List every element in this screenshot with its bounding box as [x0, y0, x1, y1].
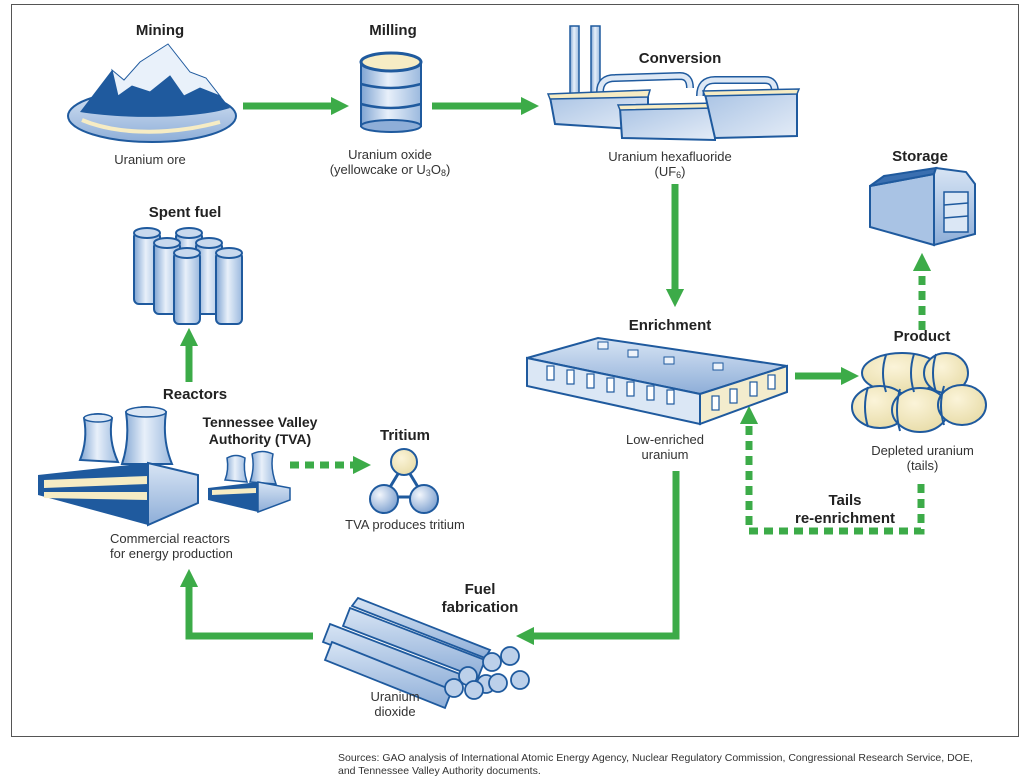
product-caption-line2: (tails): [906, 458, 939, 474]
milling-caption-text: O: [430, 162, 441, 178]
tritium-molecule-icon: [369, 448, 439, 514]
tva-title-line2: Authority (TVA): [208, 430, 312, 447]
reactors-caption-line1: Commercial reactors: [110, 531, 230, 546]
uranium-cylinders-icon: [851, 352, 987, 433]
stage-title-fuel-fabrication: Fuel fabrication: [420, 581, 540, 616]
stage-caption-mining: Uranium ore: [114, 152, 186, 167]
fuel-fabrication-title-line2: fabrication: [441, 598, 519, 616]
conversion-caption-text: ): [681, 164, 686, 180]
sources-line1: Sources: GAO analysis of International A…: [338, 752, 973, 764]
stage-caption-conversion: Uranium hexafluoride (UF6): [590, 149, 750, 181]
sources-note: Sources: GAO analysis of International A…: [338, 752, 973, 778]
stage-title-mining: Mining: [135, 22, 185, 39]
tva-reactor-icon: [208, 450, 291, 514]
reactors-caption-line2: for energy production: [110, 546, 233, 562]
stage-title-storage: Storage: [892, 148, 948, 165]
warehouse-icon: [869, 166, 976, 247]
stage-title-spent-fuel: Spent fuel: [148, 204, 222, 221]
product-caption-line1: Depleted uranium: [871, 443, 974, 458]
conversion-caption-line1: Uranium hexafluoride: [608, 149, 732, 164]
stage-title-tritium: Tritium: [379, 427, 430, 444]
milling-caption-line1: Uranium oxide: [348, 147, 432, 162]
milling-caption-subscript: 3: [425, 168, 431, 179]
enrichment-caption-line2: uranium: [641, 447, 689, 463]
milling-caption-line2: (yellowcake or U3O8): [310, 162, 470, 179]
fuel-casks-icon: [133, 227, 243, 325]
fuel-fabrication-caption-line1: Uranium: [370, 689, 420, 704]
fuel-fabrication-caption-line2: dioxide: [374, 704, 416, 720]
mountain-icon: [67, 43, 237, 143]
conversion-caption-subscript: 6: [676, 170, 682, 181]
milling-caption-subscript: 8: [440, 168, 446, 179]
reactor-icon: [38, 406, 199, 527]
factory-icon: [546, 25, 801, 142]
enrichment-caption-line1: Low-enriched: [625, 432, 705, 447]
fuel-fabrication-title-line1: Fuel: [464, 581, 496, 598]
milling-caption-text: ): [445, 162, 451, 178]
stage-caption-tritium: TVA produces tritium: [345, 517, 465, 532]
stage-caption-milling: Uranium oxide (yellowcake or U3O8): [310, 147, 470, 179]
barrel-icon: [359, 51, 423, 133]
stage-title-milling: Milling: [369, 22, 417, 39]
fuel-rods-icon: [321, 596, 530, 710]
stage-title-product: Product: [893, 328, 951, 345]
flow-label-tails-reenrichment: Tails re-enrichment: [775, 492, 915, 527]
conversion-caption-line2: (UF6): [590, 164, 750, 181]
stage-caption-product: Depleted uranium (tails): [855, 443, 990, 474]
stage-caption-enrichment: Low-enriched uranium: [610, 432, 720, 463]
arrow-tails-reenrichment: [739, 405, 925, 535]
tails-label-line1: Tails: [828, 492, 862, 509]
stage-title-enrichment: Enrichment: [628, 317, 712, 334]
arrow-enrichment-to-fuel-fabrication: [515, 471, 680, 646]
conversion-caption-text: (UF: [654, 164, 677, 180]
stage-title-tva: Tennessee Valley Authority (TVA): [190, 414, 330, 447]
enrichment-plant-icon: [526, 336, 788, 426]
stage-title-reactors: Reactors: [162, 386, 228, 403]
sources-line2: and Tennessee Valley Authority documents…: [338, 765, 541, 778]
flow-arrows: [179, 96, 932, 646]
stage-caption-reactors: Commercial reactors for energy productio…: [110, 531, 280, 562]
stage-title-conversion: Conversion: [638, 50, 722, 67]
tva-title-line1: Tennessee Valley: [202, 414, 318, 430]
milling-caption-text: (yellowcake or U: [329, 162, 426, 178]
stage-caption-fuel-fabrication: Uranium dioxide: [345, 689, 445, 720]
tails-label-line2: re-enrichment: [794, 509, 896, 527]
arrow-fuel-fabrication-to-reactors: [179, 568, 313, 640]
